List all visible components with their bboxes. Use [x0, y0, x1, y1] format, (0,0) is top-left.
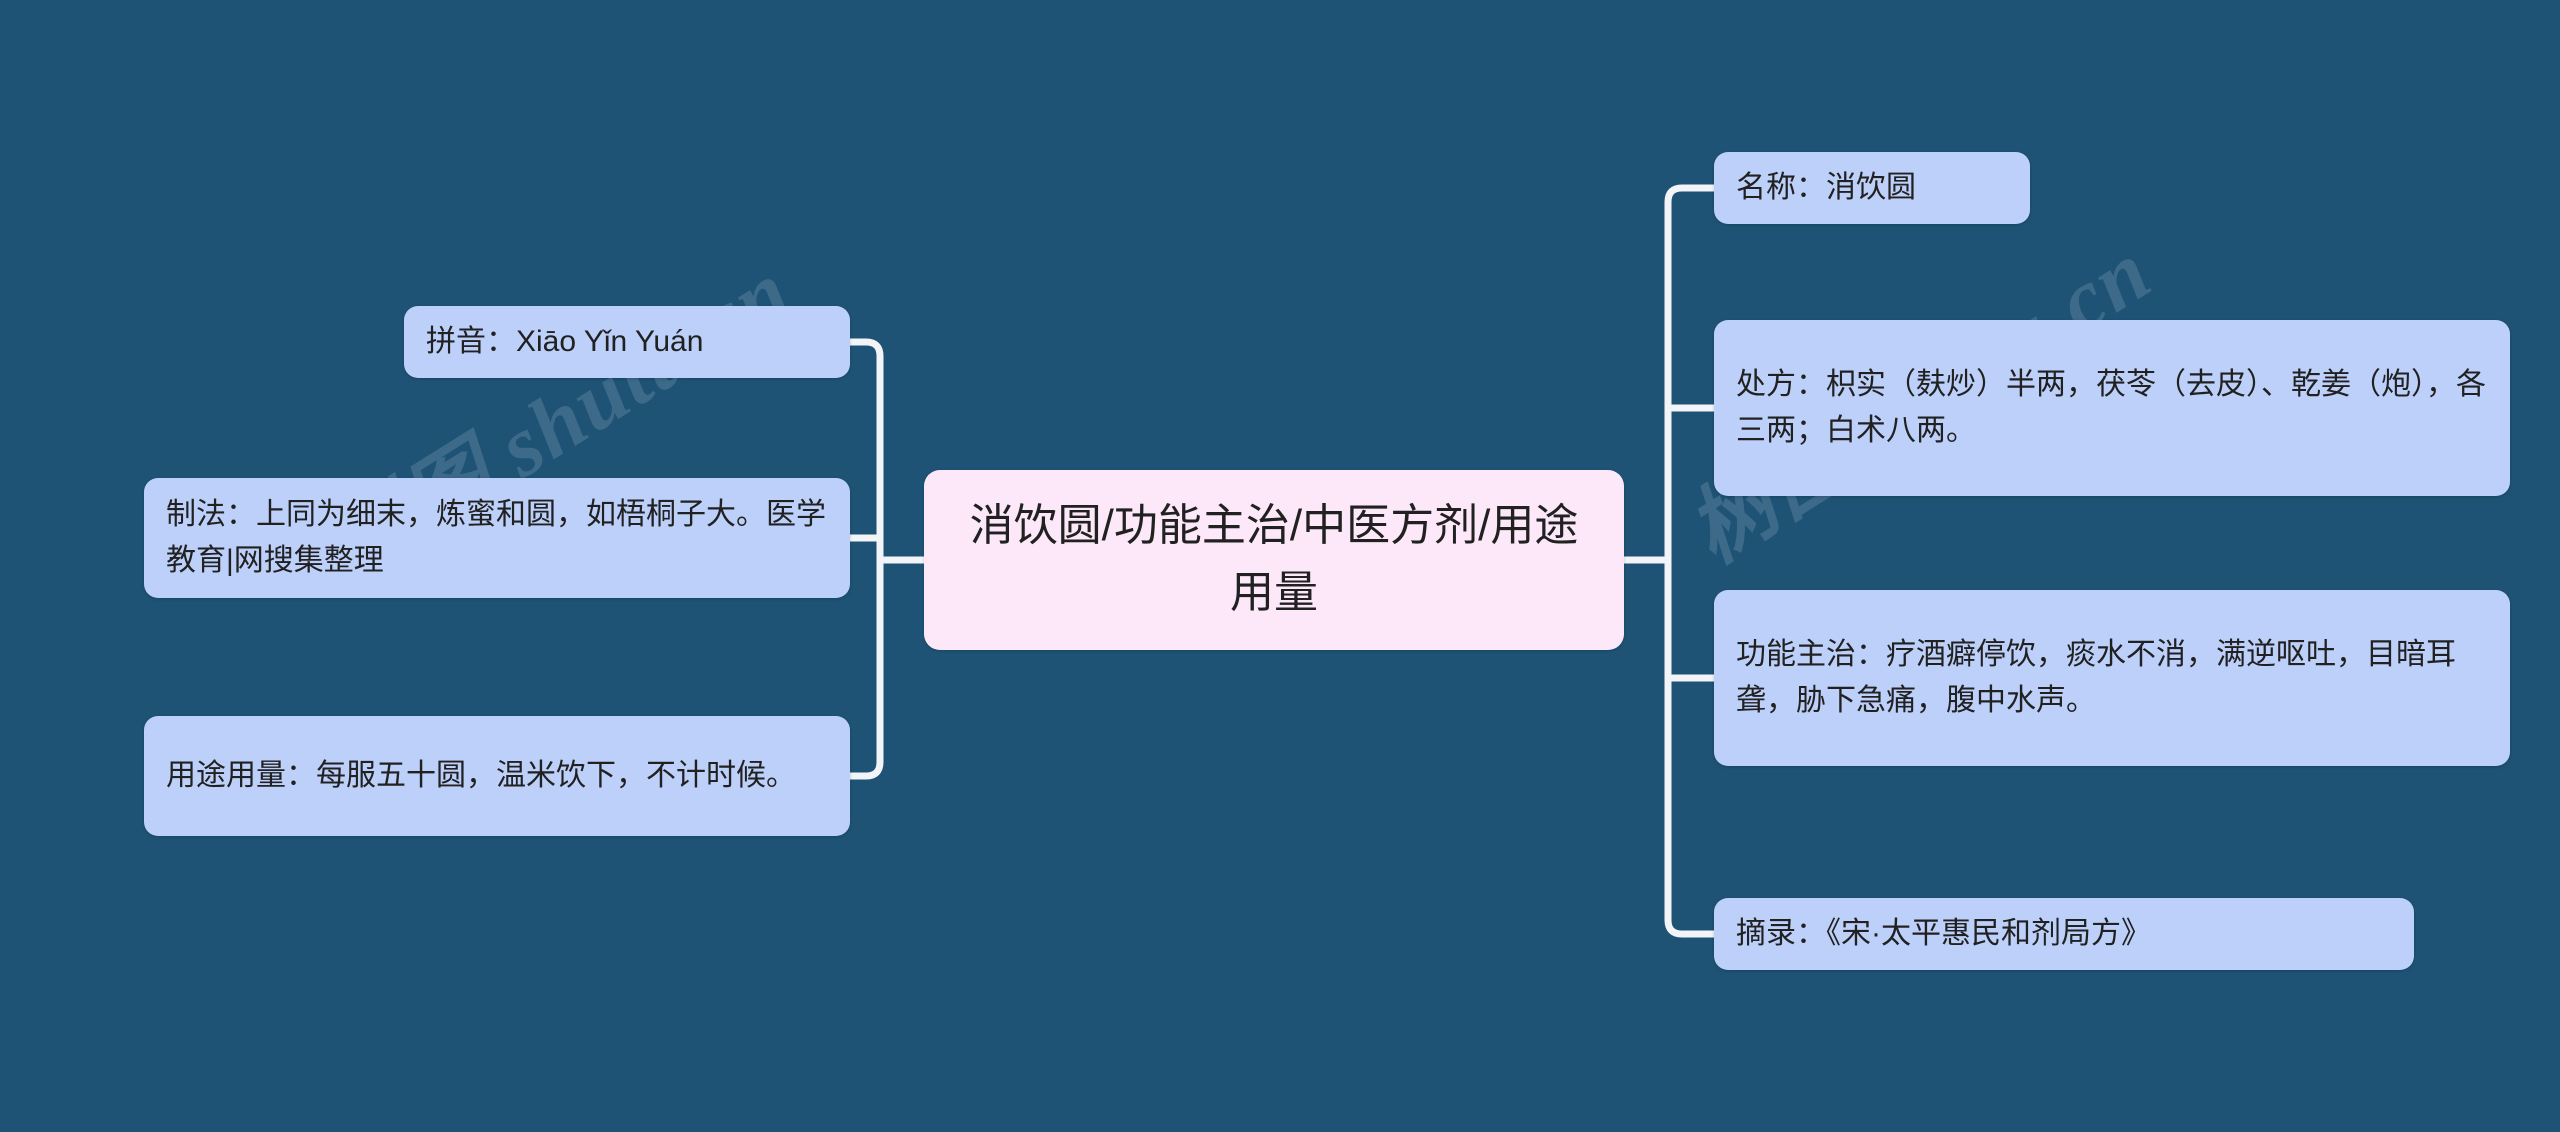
branch-node-pinyin[interactable]: 拼音：Xiāo Yǐn Yuán [404, 306, 850, 378]
branch-node-dosage[interactable]: 用途用量：每服五十圆，温米饮下，不计时候。 [144, 716, 850, 836]
branch-node-preparation[interactable]: 制法：上同为细末，炼蜜和圆，如梧桐子大。医学教育|网搜集整理 [144, 478, 850, 598]
connector-segment-10 [1664, 916, 1718, 938]
branch-node-source[interactable]: 摘录：《宋·太平惠民和剂局方》 [1714, 898, 2414, 970]
branch-node-prescription-label: 处方：枳实（麸炒）半两，茯苓（去皮）、乾姜（炮），各三两；白术八两。 [1736, 368, 2486, 447]
branch-node-name[interactable]: 名称：消饮圆 [1714, 152, 2030, 224]
center-node-label: 消饮圆/功能主治/中医方剂/用途用量 [969, 501, 1579, 617]
branch-node-dosage-label: 用途用量：每服五十圆，温米饮下，不计时候。 [166, 759, 796, 793]
connector-segment-2 [846, 338, 884, 360]
connector-segment-7 [1664, 184, 1718, 206]
branch-node-indications-label: 功能主治：疗酒癖停饮，痰水不消，满逆呕吐，目暗耳聋，胁下急痛，腹中水声。 [1736, 638, 2456, 717]
connector-segment-4 [846, 758, 884, 780]
branch-node-preparation-label: 制法：上同为细末，炼蜜和圆，如梧桐子大。医学教育|网搜集整理 [166, 498, 826, 577]
branch-node-source-label: 摘录：《宋·太平惠民和剂局方》 [1736, 917, 2151, 951]
branch-node-pinyin-label: 拼音：Xiāo Yǐn Yuán [426, 325, 704, 359]
center-node[interactable]: 消饮圆/功能主治/中医方剂/用途用量 [924, 470, 1624, 650]
branch-node-name-label: 名称：消饮圆 [1736, 171, 1916, 205]
branch-node-indications[interactable]: 功能主治：疗酒癖停饮，痰水不消，满逆呕吐，目暗耳聋，胁下急痛，腹中水声。 [1714, 590, 2510, 766]
branch-node-prescription[interactable]: 处方：枳实（麸炒）半两，茯苓（去皮）、乾姜（炮），各三两；白术八两。 [1714, 320, 2510, 496]
